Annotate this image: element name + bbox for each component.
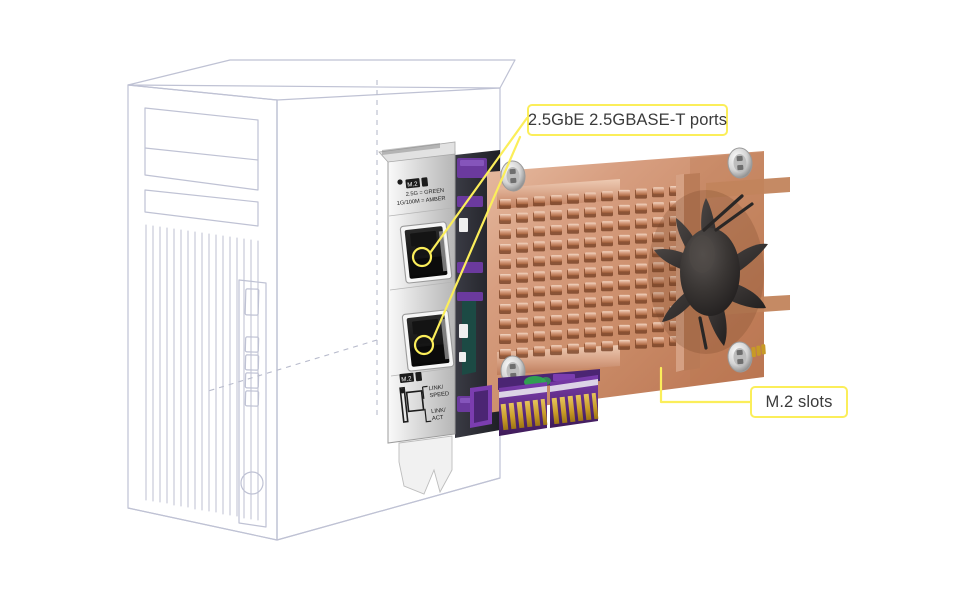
callout-label-m2-text: M.2 slots [765, 392, 833, 411]
svg-text:SPEED: SPEED [429, 391, 449, 399]
svg-text:LINK/: LINK/ [428, 385, 443, 393]
svg-text:1G/100M = AMBER: 1G/100M = AMBER [397, 196, 446, 207]
chassis-top-panel [127, 59, 516, 89]
svg-text:M.2: M.2 [401, 375, 413, 383]
m2-edge-connector [470, 385, 492, 428]
svg-text:M.2: M.2 [407, 181, 419, 189]
chassis-power-button [240, 471, 264, 495]
callout-label-ports[interactable]: 2.5GbE 2.5GBASE-T ports [527, 104, 728, 136]
chassis-alignment-guides [204, 80, 378, 420]
m2-module-2 [550, 375, 599, 428]
svg-text:2.5G = GREEN: 2.5G = GREEN [406, 188, 445, 198]
m2-module-1 [499, 382, 548, 436]
svg-text:ACT: ACT [432, 415, 445, 422]
leader-port-1 [428, 116, 529, 255]
leader-m2 [659, 366, 752, 404]
leader-port-2 [430, 135, 522, 343]
leader-target-port-1 [411, 246, 433, 268]
callout-label-ports-text: 2.5GbE 2.5GBASE-T ports [527, 110, 728, 129]
chassis-indicator-strip [238, 279, 267, 528]
leader-target-port-2 [413, 334, 435, 356]
heatsink-fin-array [499, 186, 681, 359]
callout-label-m2[interactable]: M.2 slots [750, 386, 848, 418]
m2-modules [470, 369, 600, 436]
bracket-silkscreen: M.2 2.5G = GREEN 1G/100M = AMBER M.2 LIN… [397, 177, 449, 423]
chassis-drive-bays [144, 107, 259, 227]
heatsink-fan [654, 194, 768, 350]
svg-text:LINK/: LINK/ [431, 408, 446, 416]
